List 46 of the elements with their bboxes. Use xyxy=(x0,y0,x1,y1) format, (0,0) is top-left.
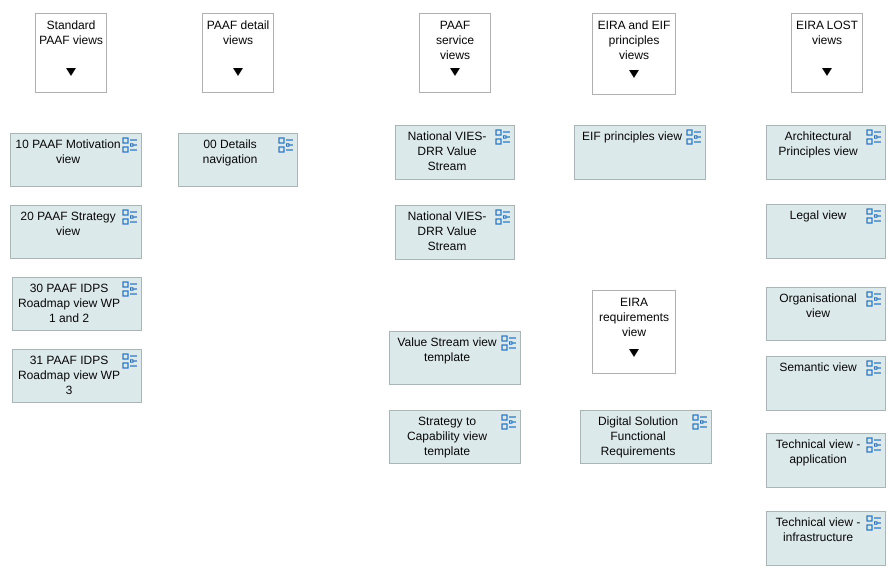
folder-box xyxy=(791,13,863,93)
folder-title: Standard PAAF views xyxy=(38,18,104,48)
view-box xyxy=(766,204,886,259)
view-box xyxy=(766,287,886,341)
view-title: 10 PAAF Motivation view xyxy=(15,137,121,167)
view-title: 20 PAAF Strategy view xyxy=(19,209,117,239)
view-title: 31 PAAF IDPS Roadmap view WP 3 xyxy=(17,353,121,398)
folder-box xyxy=(35,13,107,93)
view-box xyxy=(389,410,521,464)
view-box xyxy=(389,331,521,385)
view-title: Digital Solution Functional Requirements xyxy=(596,414,680,459)
view-box xyxy=(574,125,706,180)
view-box xyxy=(580,410,712,464)
folder-box xyxy=(592,13,676,95)
view-title: Strategy to Capability view template xyxy=(406,414,488,459)
view-box xyxy=(10,205,142,259)
view-box xyxy=(395,125,515,180)
view-box xyxy=(12,277,142,331)
view-title: National VIES-DRR Value Stream xyxy=(406,129,488,174)
view-box xyxy=(12,349,142,403)
folder-title: EIRA and EIF principles views xyxy=(596,18,672,63)
view-box xyxy=(766,433,886,488)
view-title: Technical view - infrastructure xyxy=(774,515,862,545)
view-title: Semantic view xyxy=(779,360,857,375)
folder-title: PAAF service views xyxy=(434,18,475,63)
view-title: 30 PAAF IDPS Roadmap view WP 1 and 2 xyxy=(17,281,121,326)
folder-title: PAAF detail views xyxy=(206,18,270,48)
view-title: Value Stream view template xyxy=(396,335,498,365)
folder-box xyxy=(202,13,274,93)
view-box xyxy=(766,511,886,566)
view-box xyxy=(10,133,142,187)
view-title: Legal view xyxy=(790,208,846,223)
view-title: Technical view - application xyxy=(774,437,862,467)
folder-title: EIRA LOST views xyxy=(794,18,860,48)
view-box xyxy=(395,205,515,260)
view-box xyxy=(178,133,298,187)
folder-box xyxy=(592,290,676,374)
view-box xyxy=(766,125,886,180)
view-title: 00 Details navigation xyxy=(202,137,258,167)
view-title: National VIES-DRR Value Stream xyxy=(406,209,488,254)
folder-title: EIRA requirements view xyxy=(598,295,670,340)
view-title: Architectural Principles view xyxy=(777,129,859,159)
view-box xyxy=(766,356,886,411)
view-title: EIF principles view xyxy=(582,129,682,144)
view-title: Organisational view xyxy=(778,291,858,321)
folder-box xyxy=(419,13,491,93)
